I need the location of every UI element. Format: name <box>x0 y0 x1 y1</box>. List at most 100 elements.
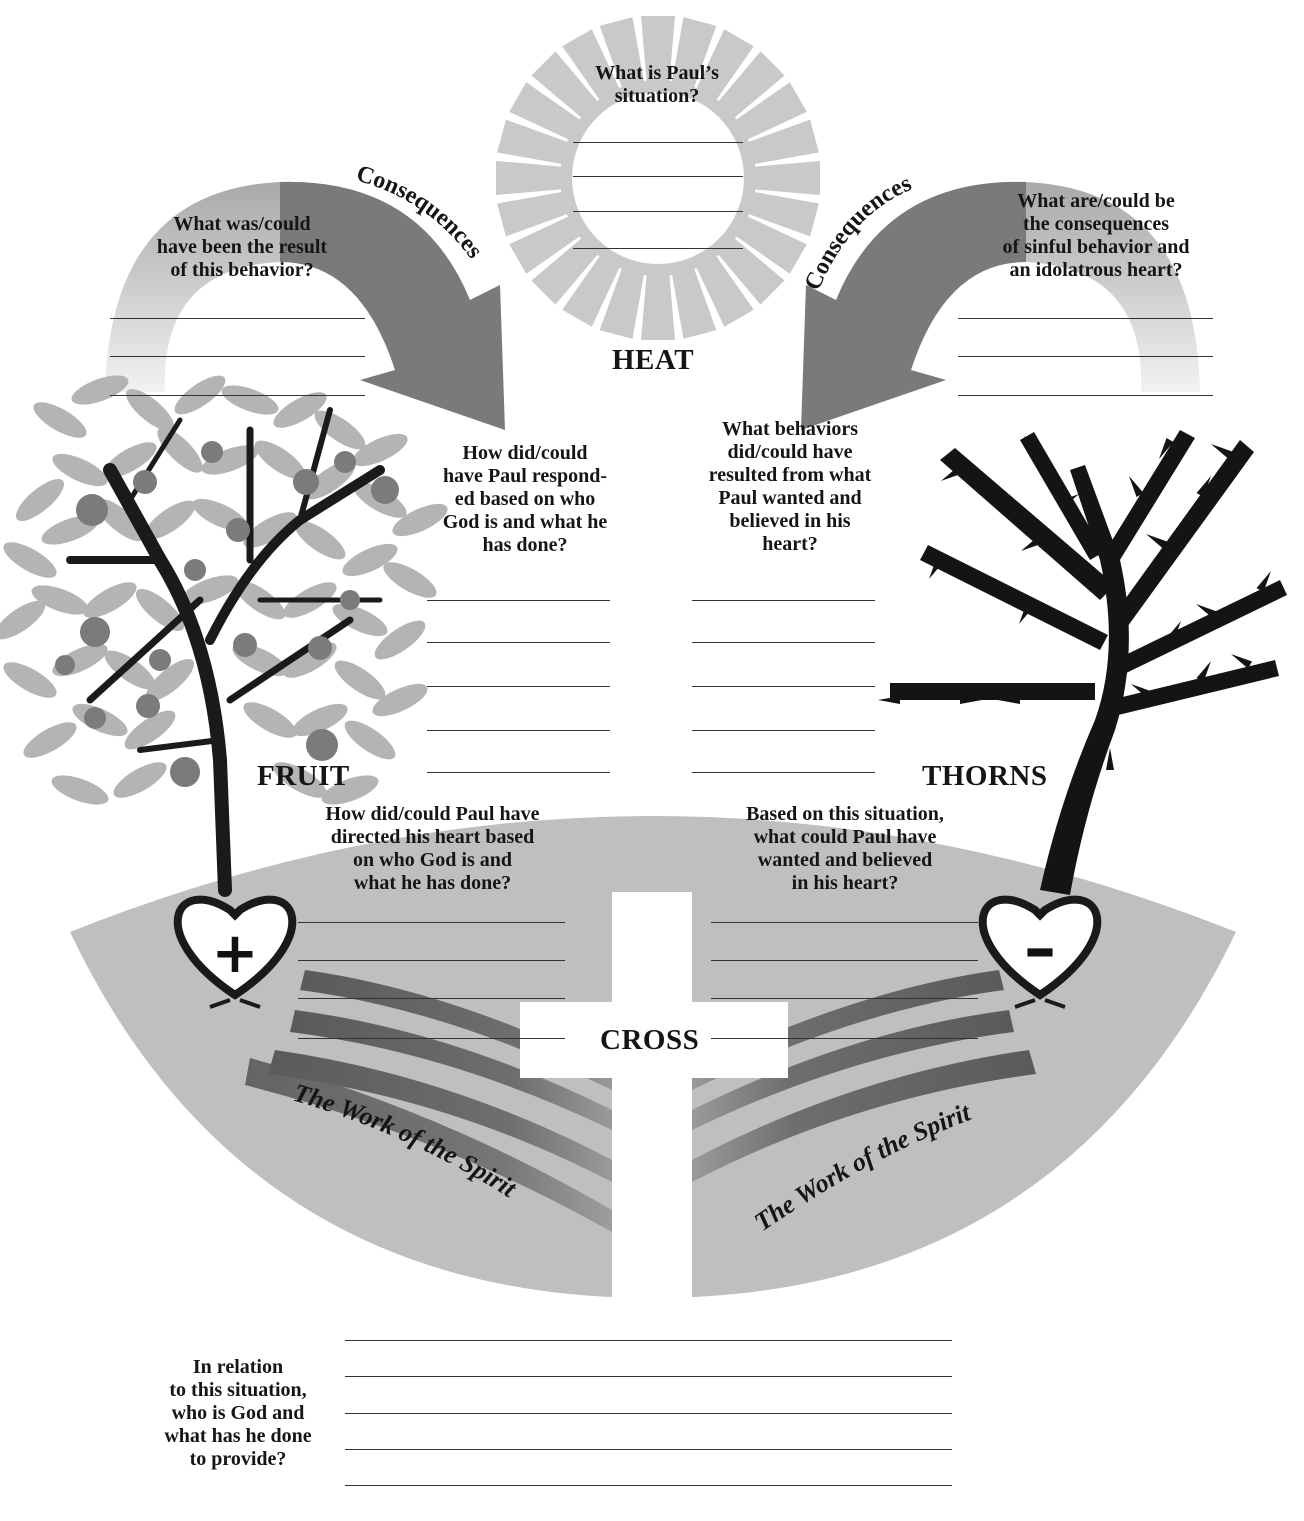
answer-line[interactable] <box>345 1376 952 1377</box>
cross-icon <box>520 892 788 1302</box>
answer-line[interactable] <box>345 1413 952 1414</box>
answer-line[interactable] <box>298 998 565 999</box>
answer-line[interactable] <box>692 600 875 601</box>
answer-line[interactable] <box>427 730 610 731</box>
answer-line[interactable] <box>110 318 365 319</box>
answer-line[interactable] <box>298 922 565 923</box>
heart-plus-symbol: + <box>212 921 259 986</box>
thorn <box>1166 620 1181 642</box>
fruit <box>170 757 200 787</box>
fruit <box>233 633 257 657</box>
thorn <box>1106 748 1114 770</box>
answer-line[interactable] <box>427 600 610 601</box>
answer-line[interactable] <box>573 142 743 143</box>
thorns-behavior-question: What behaviors did/could have resulted f… <box>708 418 872 555</box>
thorn <box>1129 475 1144 497</box>
thorn <box>1056 830 1064 852</box>
thorns-heart-question: Based on this situation, what could Paul… <box>746 803 944 894</box>
thorn <box>970 574 992 589</box>
answer-line[interactable] <box>711 998 978 999</box>
sun-ray <box>715 235 785 305</box>
answer-line[interactable] <box>298 1038 565 1039</box>
thorn <box>1210 444 1232 459</box>
leaf <box>52 453 108 487</box>
thorn-tree-icon <box>878 430 1287 895</box>
answer-line[interactable] <box>345 1485 952 1486</box>
answer-line[interactable] <box>573 211 743 212</box>
answer-line[interactable] <box>711 960 978 961</box>
sun-ray <box>750 161 820 195</box>
leaf <box>51 775 109 805</box>
leaf <box>352 433 408 467</box>
thorn <box>1196 660 1211 682</box>
answer-line[interactable] <box>958 395 1213 396</box>
answer-line[interactable] <box>711 922 978 923</box>
sun-ray <box>744 119 819 165</box>
sun-ray <box>599 17 645 92</box>
thorn <box>1256 570 1271 592</box>
leaf <box>83 582 137 618</box>
leaf <box>33 402 87 438</box>
leaf <box>181 575 239 605</box>
leaf <box>124 710 176 750</box>
answer-line[interactable] <box>573 248 743 249</box>
sun-ray <box>497 191 572 237</box>
fruit <box>293 469 319 495</box>
sun-ray <box>509 214 584 274</box>
answer-line[interactable] <box>692 642 875 643</box>
answer-line[interactable] <box>427 686 610 687</box>
thorn <box>1058 494 1080 509</box>
thorn <box>929 558 944 580</box>
sun-icon <box>496 16 820 340</box>
answer-line[interactable] <box>711 1038 978 1039</box>
answer-line[interactable] <box>110 356 365 357</box>
answer-line[interactable] <box>110 395 365 396</box>
thorn <box>960 696 982 704</box>
leaf <box>71 375 129 405</box>
leaf <box>31 585 89 615</box>
leaf <box>334 660 386 700</box>
answer-line[interactable] <box>345 1340 952 1341</box>
answer-line[interactable] <box>958 356 1213 357</box>
answer-line[interactable] <box>958 318 1213 319</box>
field-stripes-left <box>245 970 612 1232</box>
sun-ray <box>671 264 717 339</box>
sun-ray <box>496 161 566 195</box>
leaf <box>321 775 379 805</box>
sun-ray <box>671 17 717 92</box>
fruit <box>308 636 332 660</box>
answer-line[interactable] <box>692 730 875 731</box>
answer-line[interactable] <box>573 176 743 177</box>
fruit-tree-icon <box>0 375 448 897</box>
sun-ray <box>497 119 572 165</box>
fruit <box>371 476 399 504</box>
answer-line[interactable] <box>692 772 875 773</box>
sun-ray <box>732 214 807 274</box>
fruit <box>76 494 108 526</box>
heat-question: What is Paul’s situation? <box>595 62 719 107</box>
sun-ray <box>562 29 622 104</box>
leaf <box>294 520 346 560</box>
sun-ray <box>641 16 675 86</box>
leaf <box>392 503 448 537</box>
fruit <box>201 441 223 463</box>
leaf <box>125 388 175 432</box>
leaf <box>243 702 297 738</box>
sun-ray <box>694 29 754 104</box>
thorn <box>1196 475 1211 497</box>
sun-ray <box>509 82 584 142</box>
answer-line[interactable] <box>427 772 610 773</box>
leaf <box>344 720 396 760</box>
heart-plus-icon <box>173 895 297 1009</box>
thorn <box>998 696 1020 704</box>
answer-line[interactable] <box>692 686 875 687</box>
answer-line[interactable] <box>298 960 565 961</box>
sun-ray <box>715 51 785 121</box>
answer-line[interactable] <box>427 642 610 643</box>
sun-ray <box>694 252 754 327</box>
thorns-label: THORNS <box>922 760 1048 792</box>
answer-line[interactable] <box>345 1449 952 1450</box>
cross-label: CROSS <box>600 1024 700 1056</box>
leaf <box>342 543 398 577</box>
left-consequence-question: What was/could have been the result of t… <box>156 213 328 281</box>
